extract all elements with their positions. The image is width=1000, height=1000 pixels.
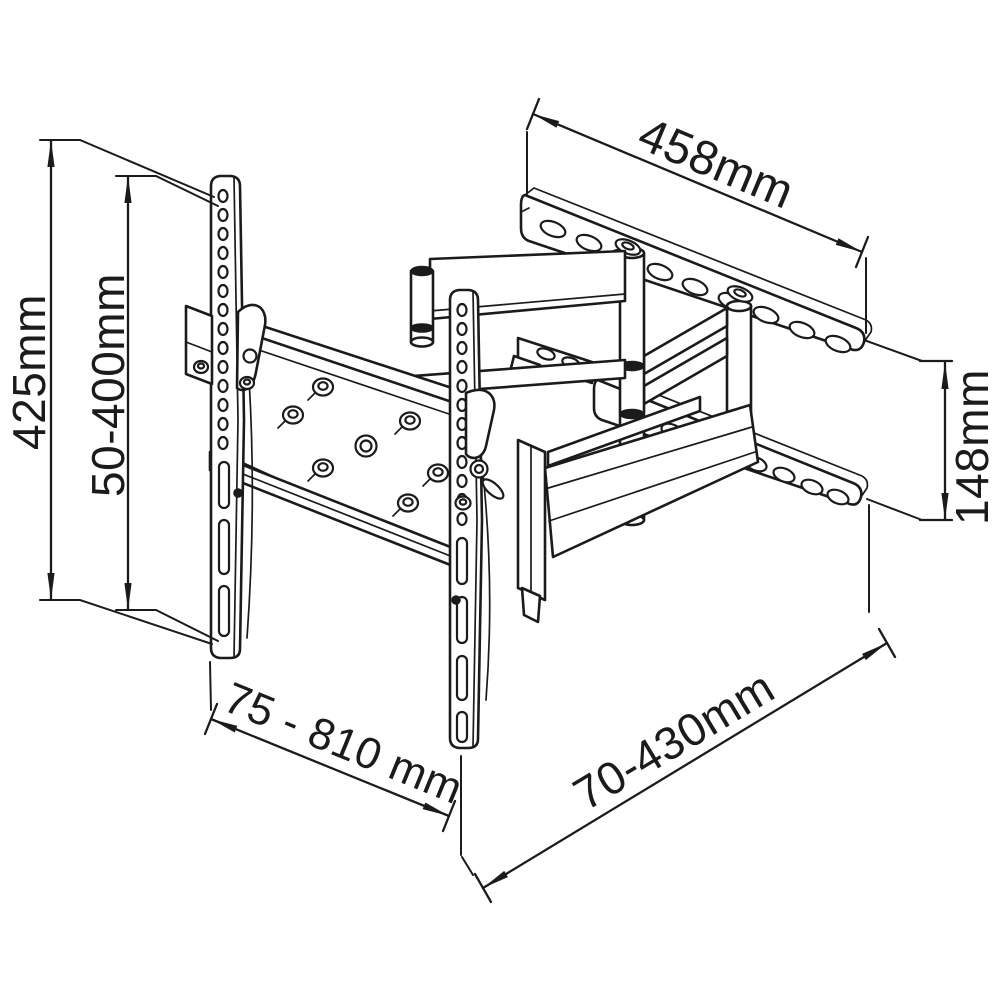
- vesa-plate-center-hole: [354, 434, 378, 458]
- dim-bracket-height: 425mm: [3, 138, 215, 645]
- dim-label-wall-rail-length: 458mm: [631, 108, 801, 220]
- tv-rail-right-holes: [456, 302, 468, 527]
- dim-label-vesa-horizontal-range: 75 - 810 mm: [217, 673, 469, 814]
- tilt-hook-right: [454, 388, 505, 511]
- dim-label-bracket-height: 425mm: [3, 294, 55, 450]
- tv-rail-left-slots: [217, 460, 231, 638]
- tilt-hook-left: [184, 303, 267, 392]
- arm-lower-channel: [516, 395, 760, 624]
- tv-rail-left: [209, 174, 246, 660]
- arm-pivot-column-right: [725, 299, 753, 420]
- tv-rail-right: [448, 288, 484, 750]
- dim-vesa-horizontal-range: 75 - 810 mm: [203, 661, 470, 856]
- lever-pivot-bolt-right: [451, 595, 461, 605]
- lever-pivot-bolt-left: [233, 488, 243, 498]
- dim-label-arm-extension-range: 70-430mm: [564, 660, 783, 820]
- dim-vesa-vertical-range: 50-400mm: [82, 174, 219, 642]
- dim-wall-rail-spacing: 148mm: [863, 339, 998, 525]
- tv-rail-left-holes: [217, 188, 229, 451]
- arm-segment-rear: [642, 306, 729, 406]
- dim-label-wall-rail-spacing: 148mm: [946, 369, 998, 525]
- dim-label-vesa-vertical-range: 50-400mm: [82, 273, 134, 497]
- vesa-plate-screws: [277, 377, 450, 517]
- arm-pivot-column-left: [409, 265, 435, 348]
- tv-rail-right-slots: [455, 536, 469, 744]
